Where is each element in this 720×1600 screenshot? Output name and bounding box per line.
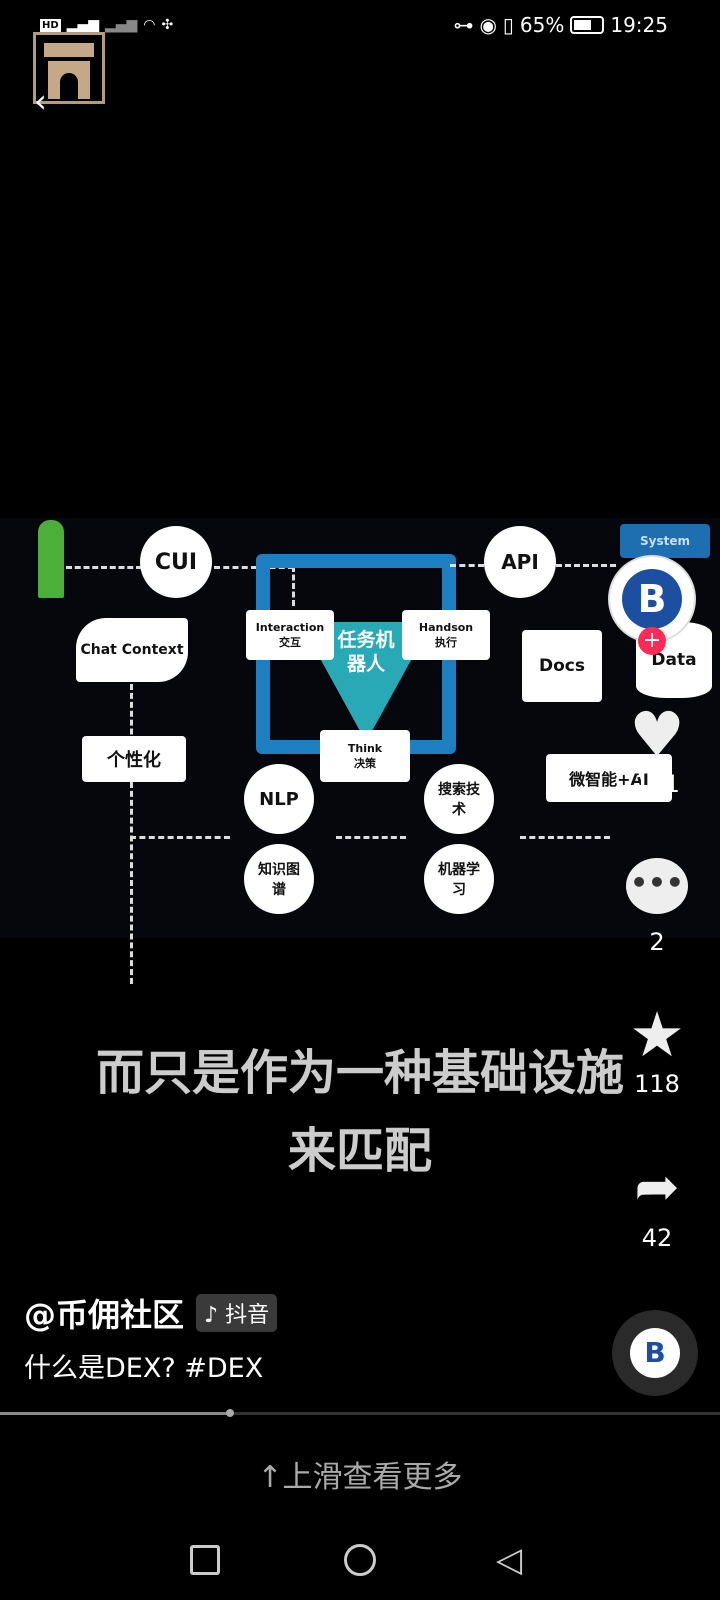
search-node: 搜索技术 <box>424 764 494 834</box>
center-label: 任务机器人 <box>337 629 395 675</box>
think-label: Think <box>347 741 383 755</box>
knowledge-graph-node: 知识图谱 <box>244 844 314 914</box>
personalize-box: 个性化 <box>82 736 186 782</box>
interaction-cn: 交互 <box>279 635 301 649</box>
handson-label: Handson <box>418 620 474 634</box>
favorite-count: 118 <box>634 1070 680 1098</box>
progress-bar[interactable] <box>0 1409 720 1417</box>
badge-label: 抖音 <box>225 1303 270 1328</box>
share-count: 42 <box>641 1224 673 1252</box>
signal-icon-2: ▂▄▆ <box>104 17 138 33</box>
think-cn: 决策 <box>354 756 376 770</box>
subtitle-line-1: 而只是作为一种基础设施 <box>95 1045 624 1101</box>
eye-icon: ◉ <box>479 13 497 37</box>
comment-icon: ••• <box>626 858 688 914</box>
subtitle-line-2: 来匹配 <box>287 1123 432 1179</box>
like-count: 171 <box>634 770 680 798</box>
interaction-label: Interaction <box>255 620 325 634</box>
ml-node: 机器学习 <box>424 844 494 914</box>
status-left-icons: HD ▂▄▆ ▂▄▆ ◠ ✣ <box>40 10 173 40</box>
api-node: API <box>484 526 556 598</box>
share-button[interactable]: ➦ 42 <box>620 1155 694 1253</box>
docs-box: Docs <box>522 630 602 702</box>
signal-icon: ▂▄▆ <box>66 17 99 33</box>
vibrate-icon: ▯ <box>502 13 514 37</box>
castle-logo <box>33 32 105 104</box>
status-right: ⊶ ◉ ▯ 65% 19:25 <box>453 10 668 40</box>
person-icon <box>38 520 64 598</box>
douyin-badge: ♪ 抖音 <box>196 1294 278 1332</box>
back-nav-button[interactable]: ◁ <box>496 1540 523 1580</box>
chat-context: Chat Context <box>76 618 188 682</box>
back-button[interactable]: ‹ <box>34 82 47 120</box>
clock: 19:25 <box>610 13 668 37</box>
key-icon: ⊶ <box>453 13 474 37</box>
nlp-node: NLP <box>244 764 314 834</box>
caption[interactable]: 什么是DEX? #DEX <box>24 1353 264 1384</box>
system-box: System <box>620 524 710 558</box>
handson-cn: 执行 <box>435 635 457 649</box>
comment-count: 2 <box>649 928 665 956</box>
wifi-icon: ◠ <box>143 17 156 33</box>
favorite-button[interactable]: ★ 118 <box>620 998 694 1099</box>
nfc-icon: ✣ <box>161 17 174 33</box>
music-disc[interactable]: B <box>612 1310 698 1396</box>
like-button[interactable]: ♥ 171 <box>620 698 694 799</box>
recents-button[interactable] <box>190 1545 220 1575</box>
author-avatar[interactable]: B <box>608 555 696 643</box>
swipe-more-hint[interactable]: ↑上滑查看更多 <box>257 1460 463 1495</box>
cui-node: CUI <box>140 526 212 598</box>
progress-fill <box>0 1409 235 1417</box>
author-name[interactable]: @币佣社区 <box>24 1296 185 1334</box>
battery-percent: 65% <box>519 13 565 37</box>
battery-icon <box>570 16 605 34</box>
micro-ai-box: 微智能+AI <box>546 754 672 802</box>
star-icon: ★ <box>629 998 685 1071</box>
heart-icon: ♥ <box>629 698 685 771</box>
comment-button[interactable]: ••• 2 <box>620 858 694 956</box>
follow-button[interactable]: + <box>638 627 666 655</box>
share-icon: ➦ <box>634 1155 680 1218</box>
home-button[interactable] <box>344 1544 376 1576</box>
hd-icon: HD <box>40 18 61 32</box>
